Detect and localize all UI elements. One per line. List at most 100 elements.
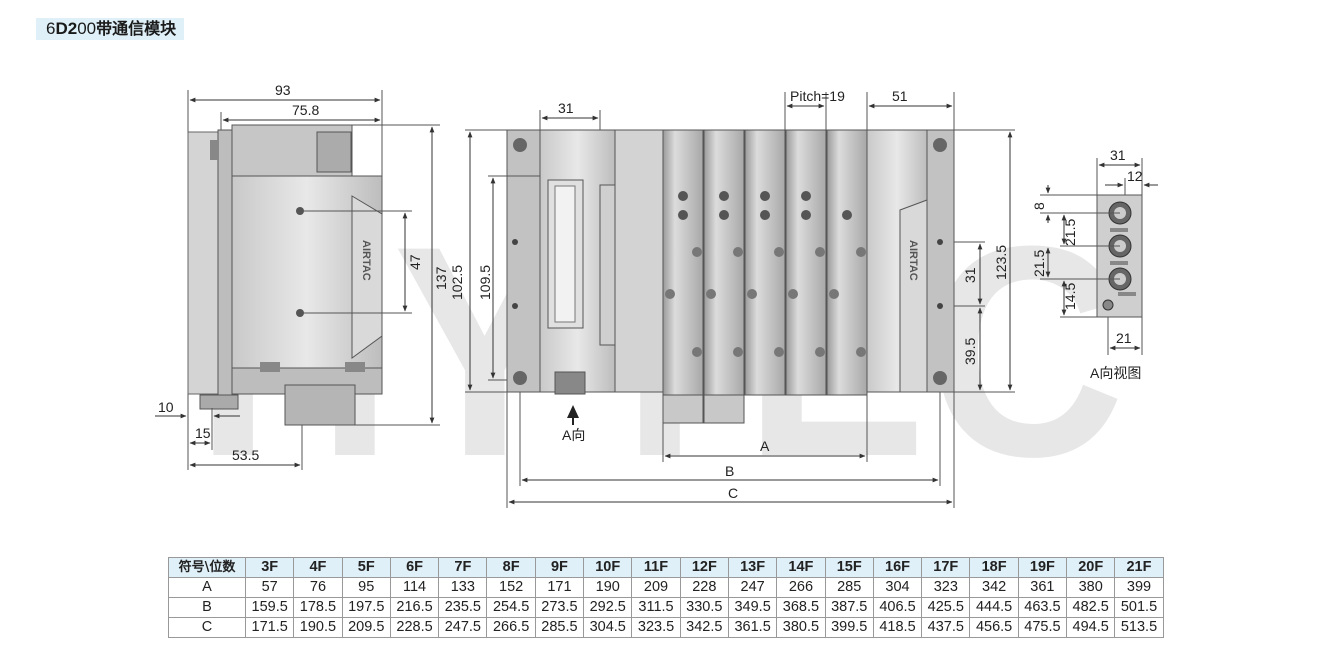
- dim-53-5: 53.5: [232, 447, 259, 463]
- table-cell: 323: [921, 577, 971, 598]
- title-bold: D2: [55, 19, 78, 38]
- dim-39-5: 39.5: [962, 338, 978, 365]
- valve-stack: [662, 129, 868, 424]
- title-cn: 带通信模块: [96, 19, 177, 38]
- arrow-A-label: A向: [562, 427, 585, 443]
- front-view: AIRTAC: [506, 129, 955, 424]
- table-column-header: 16F: [872, 557, 923, 578]
- table-cell: 247.5: [438, 617, 488, 638]
- side-dimensions: 93 75.8 47 137 10 15 53.5: [155, 82, 449, 470]
- table-cell: 311.5: [631, 597, 681, 618]
- table-column-header: 4F: [293, 557, 343, 578]
- table-cell: 216.5: [389, 597, 440, 618]
- table-cell: 482.5: [1066, 597, 1116, 618]
- table-cell: 380.5: [776, 617, 826, 638]
- dim-47: 47: [407, 254, 423, 270]
- table-column-header: 20F: [1066, 557, 1116, 578]
- dim-109-5: 109.5: [477, 265, 493, 300]
- technical-drawing: HYTEC AIRTAC 93 75.8 47 137: [155, 82, 1158, 519]
- table-cell: 133: [438, 577, 488, 598]
- table-cell: 171.5: [244, 617, 295, 638]
- table-column-header: 17F: [921, 557, 971, 578]
- dim-A: A: [760, 438, 770, 454]
- table-column-header: 14F: [776, 557, 826, 578]
- table-cell: 247: [727, 577, 778, 598]
- dim-123-5: 123.5: [993, 245, 1009, 280]
- table-cell: 418.5: [872, 617, 923, 638]
- a-dim-8: 8: [1031, 202, 1047, 210]
- table-column-header: 8F: [486, 557, 536, 578]
- table-cell: 266: [776, 577, 826, 598]
- table-column-header: 7F: [438, 557, 488, 578]
- table-cell: 190.5: [293, 617, 343, 638]
- table-corner: 符号\位数: [168, 557, 246, 578]
- dim-75-8: 75.8: [292, 102, 319, 118]
- table-row-label: A: [168, 577, 246, 598]
- table-cell: 501.5: [1114, 597, 1164, 618]
- table-column-header: 6F: [389, 557, 440, 578]
- a-dim-21: 21: [1116, 330, 1132, 346]
- table-cell: 349.5: [727, 597, 778, 618]
- table-cell: 285.5: [534, 617, 585, 638]
- table-cell: 76: [293, 577, 343, 598]
- table-column-header: 12F: [679, 557, 729, 578]
- table-cell: 254.5: [486, 597, 536, 618]
- table-cell: 494.5: [1066, 617, 1116, 638]
- a-dim-21-5-b: 21.5: [1031, 250, 1047, 277]
- table-cell: 475.5: [1017, 617, 1068, 638]
- table-cell: 57: [244, 577, 295, 598]
- table-cell: 513.5: [1114, 617, 1164, 638]
- a-dim-21-5-a: 21.5: [1062, 219, 1078, 246]
- table-column-header: 13F: [727, 557, 778, 578]
- table-cell: 406.5: [872, 597, 923, 618]
- dim-31-right: 31: [962, 267, 978, 283]
- table-column-header: 10F: [583, 557, 633, 578]
- table-column-header: 9F: [534, 557, 585, 578]
- a-view-label: A向视图: [1090, 365, 1141, 381]
- dim-137: 137: [433, 266, 449, 290]
- side-view: AIRTAC: [187, 124, 383, 426]
- table-row-label: B: [168, 597, 246, 618]
- table-cell: 380: [1066, 577, 1116, 598]
- table-cell: 266.5: [486, 617, 536, 638]
- table-column-header: 19F: [1017, 557, 1068, 578]
- table-row-label: C: [168, 617, 246, 638]
- table-cell: 304.5: [583, 617, 633, 638]
- table-cell: 463.5: [1017, 597, 1068, 618]
- table-cell: 425.5: [921, 597, 971, 618]
- table-cell: 399: [1114, 577, 1164, 598]
- table-cell: 323.5: [631, 617, 681, 638]
- a-view-dimensions: 31 12 8 21.5 21.5 14.5 21 A向视图: [1031, 147, 1158, 381]
- dim-10: 10: [158, 399, 174, 415]
- dim-93: 93: [275, 82, 291, 98]
- a-dim-31: 31: [1110, 147, 1126, 163]
- table-column-header: 15F: [824, 557, 874, 578]
- title-prefix: 6: [46, 19, 56, 38]
- table-cell: 285: [824, 577, 874, 598]
- table-cell: 95: [341, 577, 391, 598]
- table-cell: 273.5: [534, 597, 585, 618]
- table-cell: 437.5: [921, 617, 971, 638]
- table-cell: 228.5: [389, 617, 440, 638]
- a-dim-12: 12: [1127, 168, 1143, 184]
- table-cell: 190: [583, 577, 633, 598]
- table-column-header: 11F: [631, 557, 681, 578]
- front-brand: AIRTAC: [907, 240, 919, 281]
- table-cell: 444.5: [969, 597, 1019, 618]
- table-cell: 361.5: [727, 617, 778, 638]
- table-cell: 178.5: [293, 597, 343, 618]
- table-cell: 152: [486, 577, 536, 598]
- table-cell: 342: [969, 577, 1019, 598]
- title-suffix: 00: [77, 19, 97, 38]
- dim-51: 51: [892, 88, 908, 104]
- dim-102-5: 102.5: [449, 265, 465, 300]
- table-column-header: 18F: [969, 557, 1019, 578]
- table-column-header: 21F: [1114, 557, 1164, 578]
- table-cell: 456.5: [969, 617, 1019, 638]
